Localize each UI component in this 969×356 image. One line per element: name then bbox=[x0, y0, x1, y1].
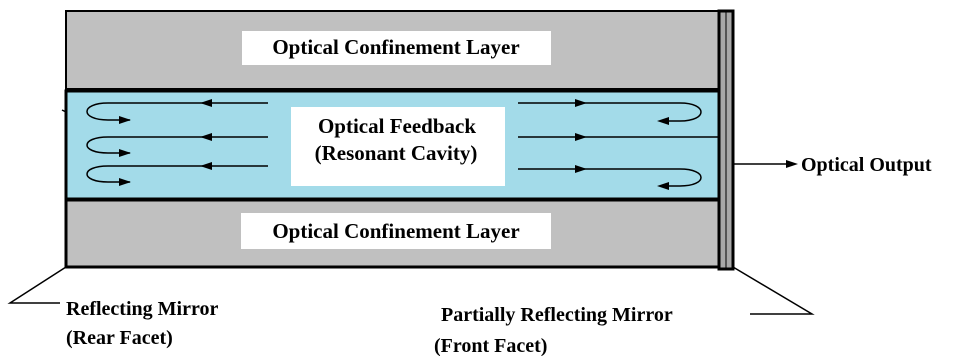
arrowhead bbox=[200, 133, 212, 141]
arrowhead bbox=[119, 178, 131, 186]
arrowhead bbox=[119, 149, 131, 157]
cavity-label-bg bbox=[291, 107, 505, 186]
arrowhead bbox=[575, 165, 587, 173]
rear-loop-3 bbox=[86, 165, 268, 183]
arrowhead bbox=[657, 117, 669, 125]
front-loop-1 bbox=[518, 102, 702, 122]
arrowhead bbox=[119, 116, 131, 124]
rear-mirror-leader bbox=[7, 266, 67, 304]
bottom-confinement-label-bg bbox=[241, 213, 551, 249]
cavity-label-line1: Optical Feedback bbox=[318, 114, 476, 138]
front-mirror-label-line1: Partially Reflecting Mirror bbox=[441, 304, 673, 326]
front-mirror-leader bbox=[732, 266, 815, 315]
rear-tick bbox=[61, 109, 67, 113]
rear-mirror-label-line2: (Rear Facet) bbox=[66, 327, 173, 349]
arrowhead bbox=[200, 99, 212, 107]
rear-mirror-label-line1: Reflecting Mirror bbox=[66, 298, 218, 320]
front-feedback-loops bbox=[518, 102, 718, 187]
top-confinement-label: Optical Confinement Layer bbox=[272, 35, 519, 59]
top-confinement-label-bg bbox=[242, 31, 551, 65]
arrowhead bbox=[575, 99, 587, 107]
arrowhead bbox=[200, 162, 212, 170]
front-loop-3 bbox=[518, 168, 702, 187]
arrowhead bbox=[657, 182, 669, 190]
bottom-confinement-label: Optical Confinement Layer bbox=[272, 219, 519, 243]
rear-arrowheads bbox=[119, 99, 212, 186]
arrowhead bbox=[575, 133, 587, 141]
rear-loop-2 bbox=[86, 136, 268, 154]
optical-output-label: Optical Output bbox=[801, 154, 932, 176]
front-arrowheads bbox=[575, 99, 669, 190]
front-mirror-label-line2: (Front Facet) bbox=[434, 335, 547, 356]
rear-feedback-loops bbox=[86, 102, 268, 183]
rear-loop-1 bbox=[86, 102, 268, 121]
cavity-label-line2: (Resonant Cavity) bbox=[315, 141, 478, 165]
